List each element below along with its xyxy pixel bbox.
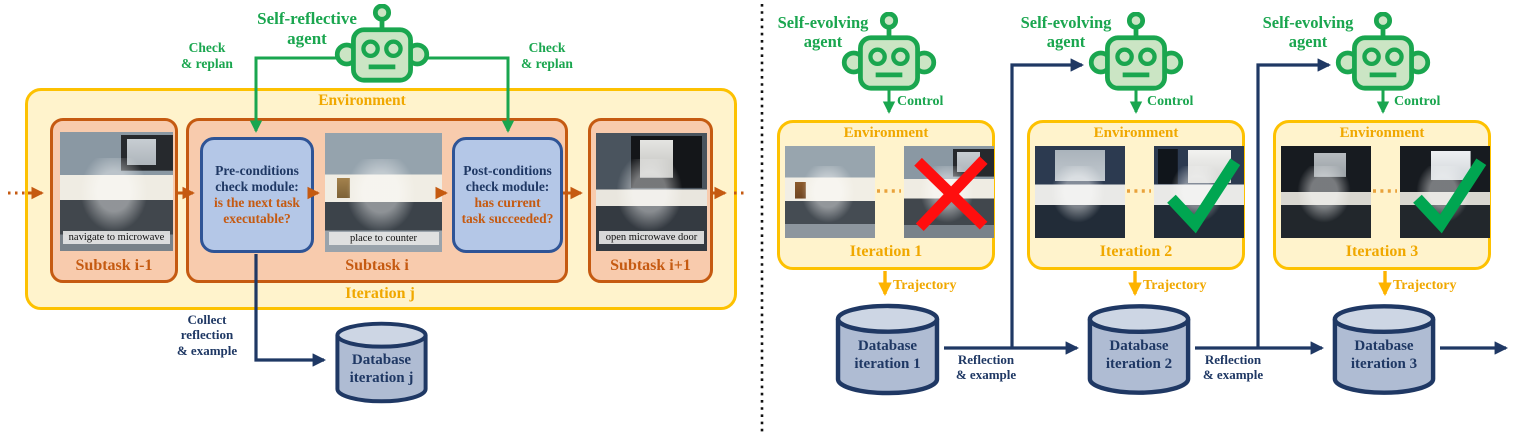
trajectory-1-label: Trajectory (893, 278, 957, 293)
post-conditions-module: Post-conditions check module: has curren… (452, 137, 563, 253)
pre-conditions-question-line1: is the next task (214, 195, 300, 210)
database-iteration-2: Database iteration 2 (1085, 302, 1193, 397)
iteration2-start-image (1035, 146, 1125, 238)
robot-icon (1088, 12, 1184, 91)
control-2-label: Control (1147, 94, 1194, 109)
iteration-3-label: Iteration 3 (1345, 243, 1419, 260)
self-evolving-agent-1-label: Self-evolving agent (777, 13, 869, 52)
database-icon (835, 303, 940, 396)
subtask-prev-image: navigate to microwave (60, 132, 173, 251)
post-conditions-question-line1: has current (474, 195, 541, 210)
subtask-prev-image-caption: navigate to microwave (63, 230, 170, 244)
post-conditions-question-line2: task succeeded? (461, 210, 554, 226)
check-icon (1413, 158, 1487, 234)
control-3-label: Control (1394, 94, 1441, 109)
iteration2-end-image (1154, 146, 1244, 238)
check-replan-right-label: Check & replan (521, 40, 573, 71)
post-conditions-title-line2: check module: (465, 179, 550, 195)
database-iteration-j: Database iteration j (333, 316, 430, 409)
subtask-next-image-caption: open microwave door (599, 230, 704, 244)
iteration1-start-image (785, 146, 875, 238)
environment-1-label: Environment (843, 125, 929, 141)
database-icon (335, 321, 428, 404)
robot-icon (1335, 12, 1431, 91)
database-1-label: Database iteration 1 (854, 338, 921, 372)
trajectory-2-label: Trajectory (1143, 278, 1207, 293)
subtask-current-image: place to counter (325, 133, 442, 252)
subtask-next-image: open microwave door (596, 133, 707, 251)
iteration-2-label: Iteration 2 (1099, 243, 1173, 260)
left-environment-label: Environment (318, 92, 406, 109)
control-arrows (882, 90, 1390, 114)
self-evolving-agent-2-label: Self-evolving agent (1020, 13, 1112, 52)
environment-2-label: Environment (1093, 125, 1179, 141)
collect-reflection-label: Collect reflection & example (176, 312, 238, 358)
database-iteration-3: Database iteration 3 (1330, 302, 1438, 397)
reflection-example-2-label: Reflection & example (1202, 352, 1264, 383)
self-evolving-agent-3-label: Self-evolving agent (1262, 13, 1354, 52)
pre-conditions-module: Pre-conditions check module: is the next… (200, 137, 314, 253)
cross-icon (914, 156, 988, 232)
reflection-example-1-label: Reflection & example (955, 352, 1017, 383)
pre-conditions-title-line1: Pre-conditions (215, 163, 299, 179)
robot-icon (334, 4, 430, 83)
trajectory-3-label: Trajectory (1393, 278, 1457, 293)
pre-conditions-title-line2: check module: (215, 179, 299, 195)
iteration1-end-image (904, 146, 994, 238)
database-icon (1332, 304, 1436, 395)
database-iteration-1: Database iteration 1 (833, 302, 942, 397)
subtask-current-image-caption: place to counter (328, 231, 439, 245)
iteration-1-label: Iteration 1 (849, 243, 923, 260)
iteration3-start-image (1281, 146, 1371, 238)
database-3-label: Database iteration 3 (1350, 338, 1418, 372)
trajectory-arrows (878, 271, 1392, 297)
database-j-label: Database iteration j (349, 352, 414, 386)
iteration3-end-image (1400, 146, 1490, 238)
pre-conditions-question-line2: executable? (223, 210, 291, 226)
subtask-next-label: Subtask i+1 (610, 257, 691, 274)
database-icon (1087, 304, 1191, 395)
subtask-prev-label: Subtask i-1 (75, 257, 153, 274)
robot-icon (841, 12, 937, 91)
left-iteration-label: Iteration j (345, 285, 415, 302)
subtask-current-label: Subtask i (345, 257, 409, 274)
self-reflective-agent-label: Self-reflective agent (257, 9, 357, 49)
control-1-label: Control (897, 94, 944, 109)
check-replan-left-label: Check & replan (181, 40, 233, 71)
database-2-label: Database iteration 2 (1105, 338, 1173, 372)
environment-3-label: Environment (1339, 125, 1425, 141)
post-conditions-title-line1: Post-conditions (463, 163, 552, 179)
check-icon (1167, 158, 1241, 234)
